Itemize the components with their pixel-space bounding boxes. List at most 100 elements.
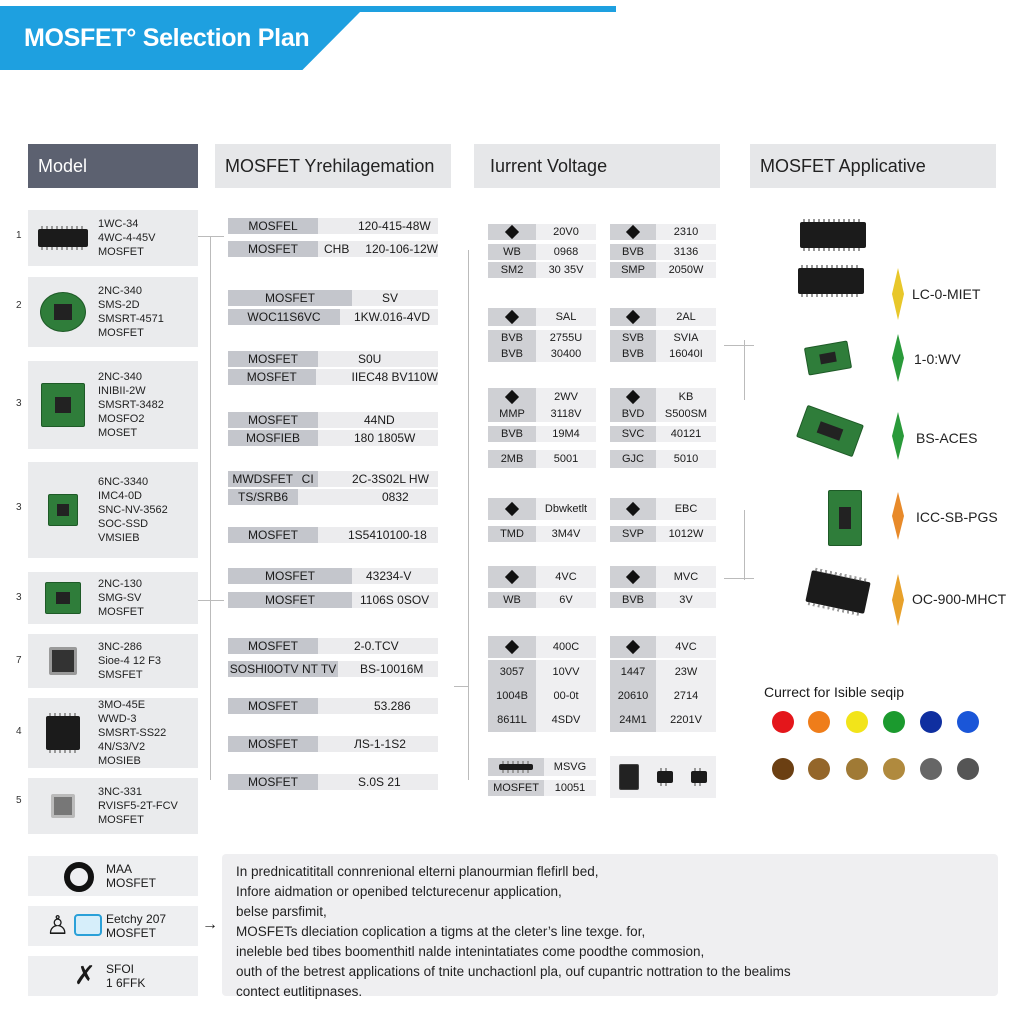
- color-swatch[interactable]: [808, 711, 830, 733]
- cv-cell[interactable]: EBC: [610, 498, 716, 520]
- chip-icon: [625, 639, 641, 655]
- model-line: MOSFET: [98, 327, 144, 339]
- note-item-line: Eetchy 207: [106, 912, 167, 926]
- worker-icon: ♙: [46, 910, 70, 940]
- color-swatch[interactable]: [883, 711, 905, 733]
- model-line: SNC-NV-3562: [98, 504, 168, 516]
- model-number: 3: [16, 502, 22, 513]
- chip-icon: [798, 265, 864, 297]
- cv-cell[interactable]: MVC: [610, 566, 716, 588]
- title-banner: [0, 12, 360, 70]
- cv-cell[interactable]: KB: [610, 388, 716, 406]
- page-title: MOSFET° Selection Plan: [24, 24, 310, 52]
- color-swatch[interactable]: [920, 711, 942, 733]
- model-line: SMS-2D: [98, 299, 140, 311]
- cv-cell[interactable]: SAL: [488, 308, 596, 326]
- color-swatch[interactable]: [808, 758, 830, 780]
- model-line: MOSIEB: [98, 755, 141, 767]
- color-swatch[interactable]: [920, 758, 942, 780]
- model-line: IMC4-0D: [98, 490, 143, 502]
- note-line: MOSFETs dleciation coplication a tigms a…: [236, 924, 646, 939]
- note-item-line: MOSFET: [106, 876, 156, 890]
- cv-cell[interactable]: 20V0: [488, 224, 596, 240]
- color-swatch[interactable]: [846, 758, 868, 780]
- model-line: 3NC-331: [98, 786, 143, 798]
- color-swatch[interactable]: [957, 711, 979, 733]
- note-item-line: SFOI: [106, 962, 135, 976]
- cv-cell[interactable]: Dbwketlt: [488, 498, 596, 520]
- model-number: 3: [16, 398, 22, 409]
- cv-cell[interactable]: 4VC: [488, 566, 596, 588]
- model-line: 3MO-45E: [98, 699, 146, 711]
- color-swatch[interactable]: [846, 711, 868, 733]
- color-swatch[interactable]: [957, 758, 979, 780]
- color-swatch[interactable]: [772, 758, 794, 780]
- model-line: 3NC-286: [98, 641, 143, 653]
- cv-cell[interactable]: 400C: [488, 636, 596, 658]
- cv-cell[interactable]: MSVG: [488, 758, 596, 776]
- cv-cell[interactable]: 2310: [610, 224, 716, 240]
- app-marker-icon: [892, 492, 904, 516]
- cv-cell[interactable]: 2WV: [488, 388, 596, 406]
- cv-cell[interactable]: 2AL: [610, 308, 716, 326]
- color-swatch[interactable]: [772, 711, 794, 733]
- cv-cell[interactable]: 4VC: [610, 636, 716, 658]
- color-swatch[interactable]: [883, 758, 905, 780]
- model-line: VMSIEB: [98, 532, 140, 544]
